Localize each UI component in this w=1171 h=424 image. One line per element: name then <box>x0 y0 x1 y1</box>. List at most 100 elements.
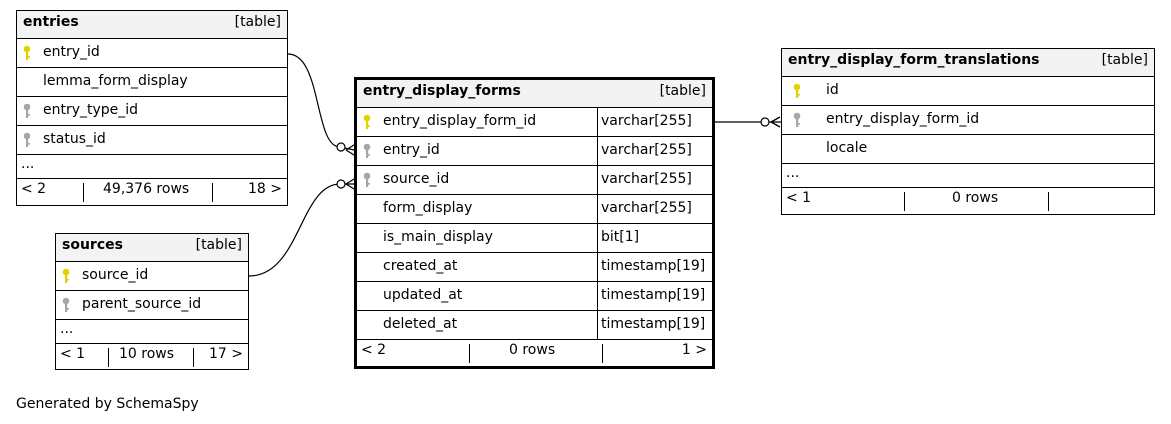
column-row[interactable]: entry_type_id <box>17 97 287 126</box>
column-row[interactable]: entry_display_form_id varchar[255] <box>357 108 712 137</box>
column-name: locale <box>826 140 868 156</box>
footer-divider <box>469 344 470 363</box>
optional-marker <box>760 117 770 127</box>
column-row[interactable]: deleted_at timestamp[19] <box>357 311 712 340</box>
column-divider <box>597 253 598 281</box>
column-datatype: varchar[255] <box>601 171 692 187</box>
column-row[interactable]: is_main_display bit[1] <box>357 224 712 253</box>
optional-marker <box>336 179 346 189</box>
column-name: deleted_at <box>383 316 458 332</box>
column-row[interactable]: created_at timestamp[19] <box>357 253 712 282</box>
column-divider <box>597 137 598 165</box>
table-type: [table] <box>195 237 242 253</box>
foreign-key-icon <box>362 143 372 159</box>
column-row[interactable]: source_id <box>56 262 248 291</box>
generated-by-caption: Generated by SchemaSpy <box>16 396 199 412</box>
more-columns: ... <box>17 155 287 179</box>
table-type: [table] <box>1101 52 1148 68</box>
optional-marker <box>336 142 346 152</box>
column-row[interactable]: status_id <box>17 126 287 155</box>
table-name: entry_display_forms <box>363 83 521 99</box>
table-header: entry_display_forms [table] <box>357 80 712 108</box>
crowfoot-marker <box>345 144 355 156</box>
column-row[interactable]: locale <box>782 135 1154 164</box>
footer-divider <box>83 183 84 202</box>
parents-count[interactable]: < 2 <box>21 181 47 197</box>
column-datatype: timestamp[19] <box>601 287 706 303</box>
foreign-key-icon <box>61 297 71 313</box>
column-name: status_id <box>43 131 106 147</box>
column-row[interactable]: entry_id varchar[255] <box>357 137 712 166</box>
footer-divider <box>602 344 603 363</box>
primary-key-icon <box>61 268 71 284</box>
column-datatype: timestamp[19] <box>601 316 706 332</box>
column-row[interactable]: form_display varchar[255] <box>357 195 712 224</box>
column-row[interactable]: lemma_form_display <box>17 68 287 97</box>
table-name: entries <box>23 14 79 30</box>
foreign-key-icon <box>792 112 802 128</box>
row-count: 0 rows <box>952 190 999 206</box>
more-columns: ... <box>56 320 248 344</box>
crowfoot-marker <box>345 178 355 190</box>
table-name: entry_display_form_translations <box>788 52 1040 68</box>
column-name: entry_id <box>383 142 440 158</box>
column-row[interactable]: entry_id <box>17 39 287 68</box>
column-row[interactable]: updated_at timestamp[19] <box>357 282 712 311</box>
children-count[interactable]: 1 > <box>681 342 707 358</box>
table-type: [table] <box>659 83 706 99</box>
column-row[interactable]: parent_source_id <box>56 291 248 320</box>
crowfoot-marker <box>770 116 781 128</box>
table-footer: < 1 0 rows <box>782 188 1154 211</box>
table-sources[interactable]: sources [table] source_id parent_source_… <box>55 233 249 370</box>
column-divider <box>597 195 598 223</box>
column-name: entry_display_form_id <box>383 113 537 129</box>
footer-divider <box>193 348 194 367</box>
row-count: 10 rows <box>119 346 175 362</box>
table-header: entry_display_form_translations [table] <box>782 49 1154 77</box>
edge-sources-entry-display-forms <box>248 183 354 277</box>
column-datatype: varchar[255] <box>601 142 692 158</box>
table-type: [table] <box>234 14 281 30</box>
column-row[interactable]: id <box>782 77 1154 106</box>
column-name: is_main_display <box>383 229 493 245</box>
column-divider <box>597 108 598 136</box>
primary-key-icon <box>792 83 802 99</box>
footer-divider <box>108 348 109 367</box>
table-footer: < 2 0 rows 1 > <box>357 340 712 363</box>
edge-entries-entry-display-forms <box>287 53 355 151</box>
column-row[interactable]: entry_display_form_id <box>782 106 1154 135</box>
table-footer: < 1 10 rows 17 > <box>56 344 248 367</box>
parents-count[interactable]: < 2 <box>361 342 387 358</box>
column-name: parent_source_id <box>82 296 202 312</box>
children-count[interactable]: 17 > <box>209 346 243 362</box>
column-divider <box>597 166 598 194</box>
column-datatype: varchar[255] <box>601 113 692 129</box>
table-header: entries [table] <box>17 11 287 39</box>
footer-divider <box>1048 192 1049 211</box>
column-divider <box>597 224 598 252</box>
parents-count[interactable]: < 1 <box>60 346 86 362</box>
row-count: 49,376 rows <box>103 181 190 197</box>
column-name: updated_at <box>383 287 463 303</box>
parents-count[interactable]: < 1 <box>786 190 812 206</box>
primary-key-icon <box>22 45 32 61</box>
column-name: entry_display_form_id <box>826 111 980 127</box>
table-entry-display-form-translations[interactable]: entry_display_form_translations [table] … <box>781 48 1155 215</box>
column-divider <box>597 311 598 339</box>
column-datatype: varchar[255] <box>601 200 692 216</box>
table-entry-display-forms[interactable]: entry_display_forms [table] entry_displa… <box>354 77 715 369</box>
column-datatype: bit[1] <box>601 229 640 245</box>
footer-divider <box>212 183 213 202</box>
column-name: source_id <box>82 267 149 283</box>
foreign-key-icon <box>22 132 32 148</box>
table-entries[interactable]: entries [table] entry_id lemma_form_disp… <box>16 10 288 206</box>
children-count[interactable]: 18 > <box>248 181 282 197</box>
column-name: form_display <box>383 200 473 216</box>
column-name: lemma_form_display <box>43 73 188 89</box>
column-row[interactable]: source_id varchar[255] <box>357 166 712 195</box>
row-count: 0 rows <box>509 342 556 358</box>
column-datatype: timestamp[19] <box>601 258 706 274</box>
primary-key-icon <box>362 114 372 130</box>
more-columns: ... <box>782 164 1154 188</box>
